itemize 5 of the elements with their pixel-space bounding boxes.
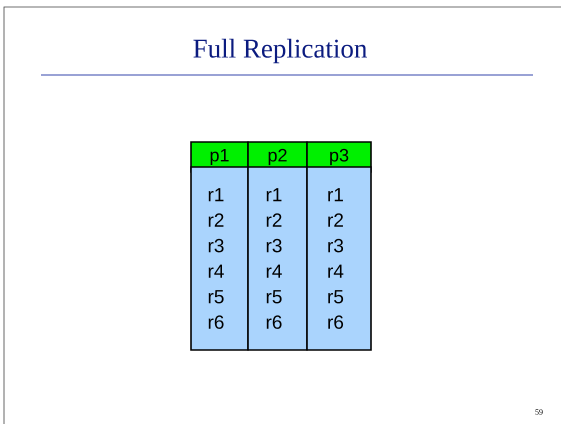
title: Full Replication [193, 38, 367, 64]
page-number: 59 [535, 409, 543, 415]
data-column: r1 r2 r3 r4 r5 r6 [190, 166, 249, 351]
data-column: r1 r2 r3 r4 r5 r6 [306, 166, 372, 351]
data-column: r1 r2 r3 r4 r5 r6 [247, 166, 308, 351]
